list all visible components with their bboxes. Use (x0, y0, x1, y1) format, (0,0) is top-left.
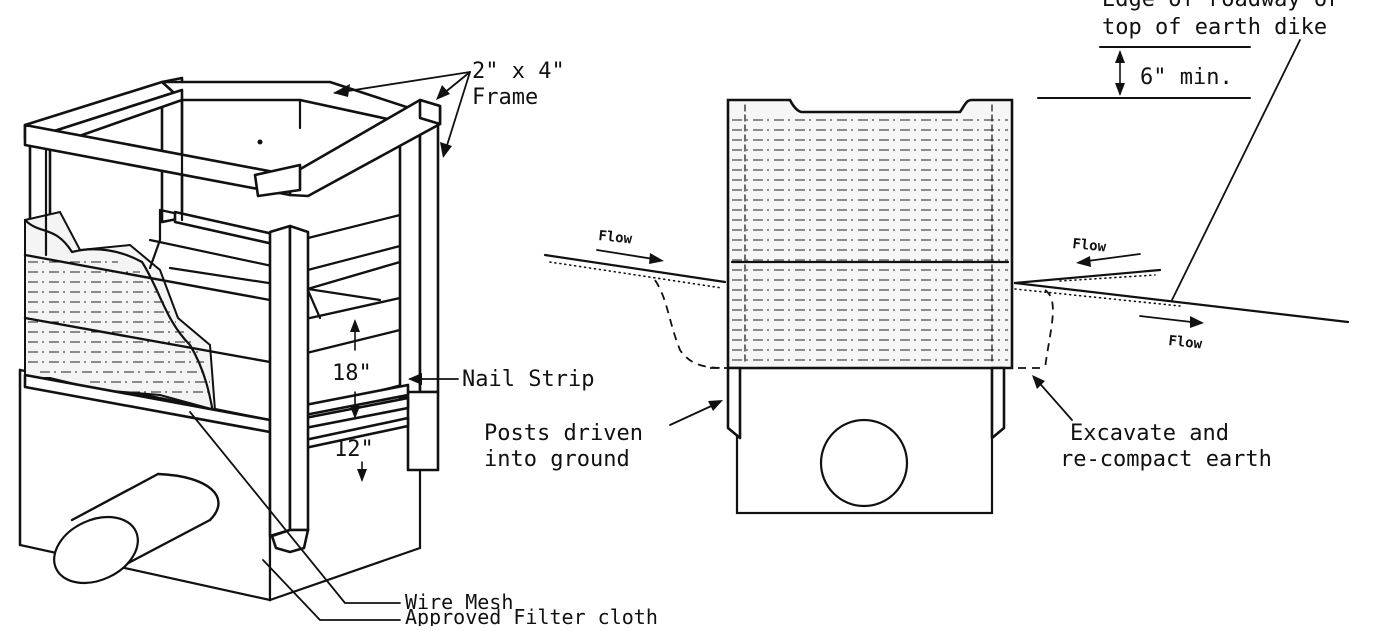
flow-label-right-upper: Flow (1072, 236, 1108, 255)
front-post (268, 224, 310, 554)
section-filter-panel (726, 98, 1014, 370)
section-posts (726, 366, 1006, 440)
dimension-18-label: 18" (332, 361, 372, 386)
posts-label-line1: Posts driven (484, 421, 643, 446)
frame-label-line1: 2" x 4" (472, 59, 565, 84)
filter-cloth-label: Approved Filter cloth (405, 605, 658, 626)
excavate-label-line1: Excavate and (1070, 421, 1229, 446)
edge-dimension (1037, 39, 1301, 301)
edge-label-line1: Edge of roadway or (1102, 0, 1340, 12)
flow-label-right-lower: Flow (1168, 333, 1204, 352)
section-panel-hatch (732, 119, 1008, 361)
section-view (543, 39, 1350, 515)
frame-label-line2: Frame (472, 85, 538, 110)
nail-strip-label: Nail Strip (462, 367, 594, 392)
top-frame (23, 80, 442, 257)
excavate-label-line2: re-compact earth (1060, 447, 1272, 472)
isometric-inlet-view (18, 71, 471, 621)
left-leaders (189, 71, 471, 621)
edge-label-line2: top of earth dike (1102, 15, 1327, 40)
outlet-pipe (53, 472, 220, 585)
posts-label-line2: into ground (484, 447, 630, 472)
flow-label-left: Flow (598, 228, 634, 247)
text-labels: 2" x 4" Frame 18" 12" Nail Strip Posts d… (332, 0, 1340, 629)
excavation-outline (654, 279, 1054, 369)
section-leaders (669, 375, 1073, 426)
dimension-12-label: 12" (334, 437, 374, 462)
section-inlet-box (735, 366, 994, 515)
six-inch-min-label: 6" min. (1140, 65, 1233, 90)
ground-lines (543, 253, 1350, 324)
flow-arrows (596, 249, 1204, 328)
wire-mesh-label: Wire Mesh (405, 590, 513, 614)
